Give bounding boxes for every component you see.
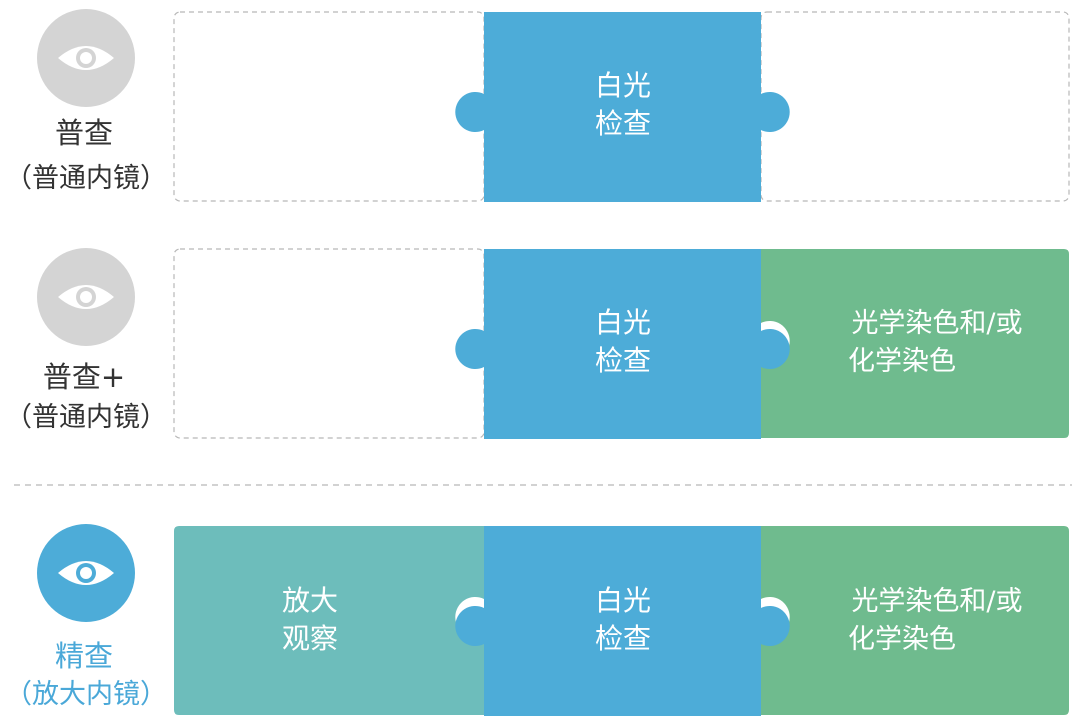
row1-right-empty-slot <box>760 11 1070 202</box>
row2-middle-line1: 白光 <box>595 306 651 339</box>
row3-middle-line2: 检查 <box>595 622 651 655</box>
row2-middle-line2: 检查 <box>595 344 651 377</box>
row3-middle-puzzle-piece <box>455 526 790 716</box>
row-screening-plus: 普查+ （普通内镜） 白光 检查 光学染色和/或 化学染色 <box>5 248 1069 439</box>
eye-icon <box>58 561 114 585</box>
row1-subtitle: （普通内镜） <box>5 163 167 194</box>
row3-left-puzzle-piece <box>174 526 484 715</box>
row1-left-empty-slot <box>173 11 485 202</box>
row3-middle-line1: 白光 <box>595 584 651 617</box>
row1-middle-line1: 白光 <box>595 69 651 102</box>
row3-left-line2: 观察 <box>282 622 338 655</box>
row3-title: 精查 <box>55 639 113 673</box>
row2-right-puzzle-piece <box>761 249 1069 438</box>
row-screening: 普查 （普通内镜） 白光 检查 <box>5 9 1070 202</box>
row2-right-line2: 化学染色 <box>848 346 956 377</box>
row3-right-line1: 光学染色和/或 <box>851 586 1022 617</box>
eye-icon <box>58 46 114 70</box>
row1-middle-line2: 检查 <box>595 107 651 140</box>
row3-right-puzzle-piece <box>761 526 1069 715</box>
row3-subtitle: （放大内镜） <box>5 679 167 710</box>
eye-icon <box>58 285 114 309</box>
row3-left-line1: 放大 <box>282 584 338 617</box>
row-detailed-exam: 精查 （放大内镜） 放大 观察 白光 检查 光学染色和/或 化学染色 <box>5 524 1069 716</box>
row2-subtitle: （普通内镜） <box>5 402 167 433</box>
row3-right-line2: 化学染色 <box>848 624 956 655</box>
row1-title: 普查 <box>55 116 113 150</box>
row2-left-empty-slot <box>173 248 485 439</box>
row2-right-line1: 光学染色和/或 <box>851 308 1022 339</box>
row2-title: 普查+ <box>43 360 125 394</box>
